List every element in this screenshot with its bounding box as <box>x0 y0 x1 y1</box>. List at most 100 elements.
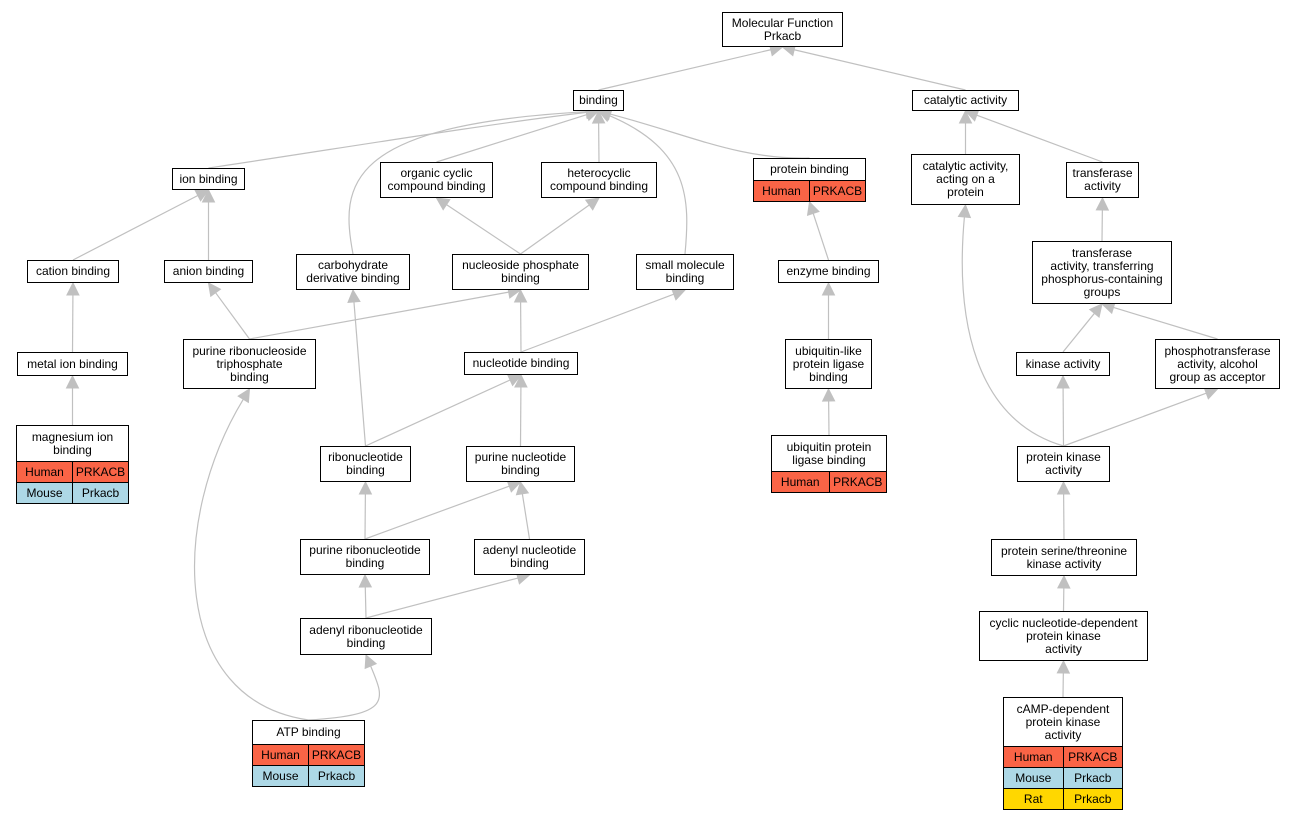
go-term-label: cAMP-dependent protein kinase activity <box>1016 701 1110 742</box>
organism-name: Human <box>780 475 820 489</box>
arrowhead-purine_rnt_triphos-to-anion_binding <box>207 282 222 298</box>
arrowhead-ribonucleotide-to-carb_deriv <box>347 288 361 304</box>
gene-symbol: PRKACB <box>308 745 364 765</box>
edge-kinase-to-transferase_phos <box>1062 312 1095 353</box>
gene-symbol: PRKACB <box>809 181 865 201</box>
edge-atp_binding-to-adenyl_ribonucleotide <box>308 665 381 721</box>
edge-atp_binding-to-purine_rnt_triphos <box>194 398 309 721</box>
edge-small_molecule-to-binding <box>609 115 688 255</box>
go-term-node[interactable]: purine nucleotide binding <box>466 446 575 482</box>
go-term-label: phosphotransferase activity, alcohol gro… <box>1164 343 1271 384</box>
go-term-label: kinase activity <box>1025 356 1101 371</box>
go-term-node[interactable]: binding <box>573 90 624 111</box>
edge-transferase-to-catalytic <box>976 114 1103 163</box>
edge-adenyl_nucleotide-to-purine_nucleotide <box>521 493 531 540</box>
go-term-label: ribonucleotide binding <box>328 450 403 477</box>
go-term-label: magnesium ion binding <box>31 429 114 457</box>
arrowhead-nucleoside_phos-to-organic_cyclic <box>435 197 451 211</box>
arrowhead-heterocyclic-to-binding <box>591 109 606 124</box>
arrowhead-ser_thr_kinase-to-protein_kinase <box>1056 480 1071 495</box>
edge-organic_cyclic-to-binding <box>436 114 588 163</box>
go-term-label: cation binding <box>35 264 111 278</box>
go-term-node[interactable]: anion binding <box>164 260 253 283</box>
gene-symbol: PRKACB <box>72 462 128 482</box>
go-term-node[interactable]: purine ribonucleotide binding <box>300 539 430 575</box>
go-term-label: adenyl nucleotide binding <box>482 543 577 570</box>
go-term-node[interactable]: organic cyclic compound binding <box>380 162 493 198</box>
edge-ribonucleotide-to-nucleotide_binding <box>365 379 511 447</box>
go-term-node[interactable]: kinase activity <box>1016 352 1110 376</box>
go-term-node[interactable]: enzyme binding <box>778 260 879 283</box>
go-term-label: nucleotide binding <box>472 356 570 370</box>
go-term-label: protein serine/threonine kinase activity <box>1000 543 1128 571</box>
go-term-node[interactable]: ribonucleotide binding <box>320 446 411 482</box>
go-term-node[interactable]: metal ion binding <box>17 352 128 376</box>
arrowhead-purine_ribonucleotide-to-ribonucleotide <box>358 480 373 495</box>
go-term-label: ATP binding <box>276 725 341 739</box>
go-term-label: transferase activity, transferring phosp… <box>1041 245 1163 299</box>
organism-name: Human <box>25 465 64 479</box>
arrowhead-magnesium-to-metal_ion <box>65 374 80 389</box>
go-term-node[interactable]: ion binding <box>172 168 245 190</box>
go-term-node[interactable]: nucleoside phosphate binding <box>452 254 589 290</box>
arrowhead-adenyl_ribonucleotide-to-purine_ribonucleotide <box>358 573 373 588</box>
arrowhead-anion_binding-to-ion_binding <box>201 188 216 203</box>
go-term-node[interactable]: adenyl ribonucleotide binding <box>300 618 432 655</box>
go-term-label: carbohydrate derivative binding <box>306 258 400 285</box>
go-term-label: metal ion binding <box>27 356 118 371</box>
edge-ion_binding-to-binding <box>208 111 587 169</box>
go-term-node[interactable]: catalytic activity, acting on a protein <box>911 154 1020 205</box>
go-term-label: ion binding <box>179 171 238 186</box>
go-term-label: enzyme binding <box>786 264 871 278</box>
go-term-node[interactable]: nucleotide binding <box>464 352 578 375</box>
edge-protein_binding-to-binding <box>609 113 810 159</box>
go-term-node[interactable]: Molecular Function Prkacb <box>722 12 843 47</box>
go-term-label: purine ribonucleoside triphosphate bindi… <box>192 343 307 384</box>
go-term-label: Molecular Function Prkacb <box>731 15 834 43</box>
arrowhead-transferase_phos-to-transferase <box>1095 196 1110 211</box>
edge-adenyl_ribonucleotide-to-adenyl_nucleotide <box>365 577 519 619</box>
go-term-node[interactable]: cation binding <box>27 260 119 283</box>
go-term-node[interactable]: catalytic activity <box>912 90 1019 111</box>
arrowhead-cat_protein-to-catalytic <box>958 109 973 124</box>
go-term-node[interactable]: transferase activity <box>1066 162 1139 198</box>
go-term-node[interactable]: adenyl nucleotide binding <box>474 539 585 575</box>
go-term-node[interactable]: heterocyclic compound binding <box>541 162 657 198</box>
go-term-label: purine nucleotide binding <box>474 450 567 477</box>
go-term-label: binding <box>579 93 618 107</box>
go-term-label: catalytic activity <box>923 93 1008 107</box>
arrowhead-metal_ion-to-cation_binding <box>66 281 80 296</box>
go-term-node[interactable]: phosphotransferase activity, alcohol gro… <box>1155 339 1280 389</box>
annotation-row-human: Human PRKACB <box>772 471 886 492</box>
arrowhead-protein_kinase-to-cat_protein <box>957 203 972 219</box>
arrowhead-purine_nucleotide-to-nucleotide_binding <box>514 373 528 388</box>
edge-purine_rnt_triphos-to-nucleoside_phos <box>249 291 509 340</box>
go-term-label: organic cyclic compound binding <box>387 166 486 193</box>
arrowhead-camp_kinase-to-cn_dep_kinase <box>1056 659 1071 674</box>
go-term-node[interactable]: purine ribonucleoside triphosphate bindi… <box>183 339 316 389</box>
go-term-node[interactable]: carbohydrate derivative binding <box>296 254 410 290</box>
edge-adenyl_ribonucleotide-to-purine_ribonucleotide <box>364 586 367 619</box>
organism-name: Rat <box>1023 792 1043 806</box>
go-term-node[interactable]: transferase activity, transferring phosp… <box>1032 241 1172 304</box>
gene-symbol: Prkacb <box>308 766 364 786</box>
go-term-node[interactable]: protein kinase activity <box>1017 446 1110 482</box>
gene-symbol: PRKACB <box>1062 747 1123 767</box>
arrowhead-protein_kinase-to-kinase <box>1056 374 1070 389</box>
organism-name: Mouse <box>1015 771 1052 785</box>
gene-symbol: PRKACB <box>828 472 887 492</box>
go-term-node[interactable]: protein serine/threonine kinase activity <box>991 539 1137 576</box>
go-term-node[interactable]: ubiquitin-like protein ligase binding <box>785 339 872 389</box>
go-term-node[interactable]: small molecule binding <box>636 254 734 290</box>
go-term-node[interactable]: cyclic nucleotide-dependent protein kina… <box>979 611 1148 661</box>
